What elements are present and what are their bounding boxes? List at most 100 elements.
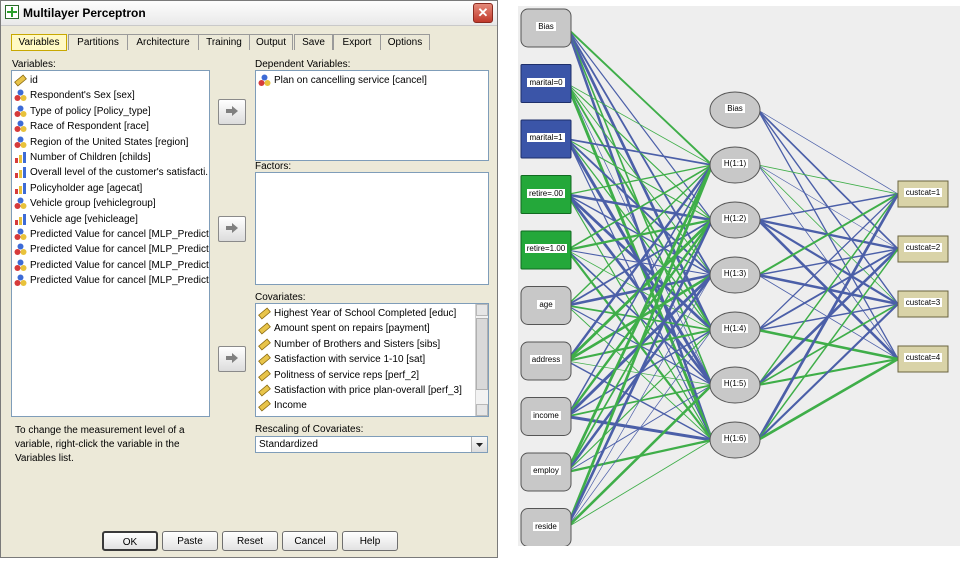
ruler-icon [258, 338, 271, 351]
covariates-scrollbar[interactable] [475, 304, 488, 416]
connection-weight [757, 303, 899, 441]
list-item[interactable]: Predicted Value for cancel [MLP_Predict.… [12, 227, 209, 242]
list-item-label: Satisfaction with price plan-overall [pe… [274, 384, 462, 396]
covariates-label: Covariates: [255, 292, 306, 303]
scroll-thumb[interactable] [476, 318, 488, 390]
list-item[interactable]: Amount spent on repairs [payment] [256, 321, 475, 336]
hidden-node [709, 201, 761, 239]
connection-weight [566, 164, 713, 362]
list-item-label: Vehicle group [vehiclegroup] [30, 198, 156, 210]
list-item[interactable]: Highest Year of School Completed [educ] [256, 306, 475, 321]
list-item-label: Number of Children [childs] [30, 151, 151, 163]
nominal-icon [258, 74, 271, 87]
window-title: Multilayer Perceptron [23, 6, 146, 20]
rescaling-select[interactable]: Standardized [255, 436, 488, 453]
list-item[interactable]: Policyholder age [agecat] [12, 181, 209, 196]
factors-label: Factors: [255, 161, 292, 172]
ruler-icon [258, 369, 271, 382]
list-item-label: Predicted Value for cancel [MLP_Predict.… [30, 244, 210, 256]
list-item-label: Plan on cancelling service [cancel] [274, 75, 427, 86]
tab-architecture[interactable]: Architecture [127, 34, 199, 50]
list-item[interactable]: Type of policy [Policy_type] [12, 104, 209, 119]
scroll-up-button[interactable] [476, 304, 488, 316]
list-item[interactable]: Race of Respondent [race] [12, 119, 209, 134]
output-node [897, 345, 949, 373]
title-bar[interactable]: Multilayer Perceptron ✕ [1, 1, 497, 26]
nominal-icon [14, 197, 27, 210]
list-item[interactable]: Satisfaction with price plan-overall [pe… [256, 383, 475, 398]
covariates-list[interactable]: Highest Year of School Completed [educ] A… [255, 303, 489, 417]
list-item[interactable]: Plan on cancelling service [cancel] [256, 73, 488, 88]
move-to-covariates-button[interactable] [218, 346, 246, 372]
list-item-label: Region of the United States [region] [30, 136, 189, 148]
help-button[interactable]: Help [342, 531, 398, 551]
arrow-right-icon [226, 223, 238, 233]
input-node [520, 119, 572, 159]
nominal-icon [14, 259, 27, 272]
connection-weight [566, 164, 713, 307]
list-item[interactable]: Number of Children [childs] [12, 150, 209, 165]
list-item-label: Amount spent on repairs [payment] [274, 323, 430, 335]
list-item[interactable]: Number of Brothers and Sisters [sibs] [256, 337, 475, 352]
connection-weight [566, 27, 713, 166]
connection-weight [566, 384, 713, 529]
input-node [520, 508, 572, 546]
list-item-label: Satisfaction with service 1-10 [sat] [274, 354, 426, 366]
ok-button[interactable]: OK [102, 531, 158, 551]
connection-weight [757, 248, 899, 441]
input-node [520, 64, 572, 103]
list-item[interactable]: id [12, 73, 209, 88]
connection-weight [757, 193, 899, 276]
ordinal-icon [14, 213, 27, 226]
close-icon: ✕ [477, 5, 489, 20]
dependent-label: Dependent Variables: [255, 59, 351, 70]
list-item-label: Highest Year of School Completed [educ] [274, 308, 457, 319]
tab-training[interactable]: Training [198, 34, 250, 50]
scroll-down-button[interactable] [476, 404, 488, 416]
hidden-node [709, 421, 761, 459]
factors-list[interactable] [255, 172, 489, 285]
list-item[interactable]: Satisfaction with service 1-10 [sat] [256, 352, 475, 367]
move-to-dependent-button[interactable] [218, 99, 246, 125]
list-item[interactable]: Region of the United States [region] [12, 135, 209, 150]
reset-button[interactable]: Reset [222, 531, 278, 551]
tab-export[interactable]: Export [333, 34, 381, 50]
list-item[interactable]: Income [256, 398, 475, 413]
cancel-button[interactable]: Cancel [282, 531, 338, 551]
input-node [520, 286, 572, 325]
list-item[interactable]: Vehicle age [vehicleage] [12, 212, 209, 227]
measurement-hint: To change the measurement level of a var… [15, 425, 185, 464]
list-item[interactable]: Overall level of the customer's satisfac… [12, 165, 209, 180]
tab-variables[interactable]: Variables [11, 34, 67, 51]
output-node [897, 235, 949, 263]
tab-options[interactable]: Options [380, 34, 430, 50]
list-item[interactable]: Predicted Value for cancel [MLP_Predict.… [12, 273, 209, 288]
dependent-list[interactable]: Plan on cancelling service [cancel] [255, 70, 489, 161]
paste-button[interactable]: Paste [162, 531, 218, 551]
nominal-icon [14, 136, 27, 149]
list-item-label: Race of Respondent [race] [30, 121, 149, 133]
ruler-icon [258, 307, 271, 320]
list-item-label: Income [274, 400, 307, 412]
tab-save[interactable]: Save [294, 34, 333, 50]
move-to-factors-button[interactable] [218, 216, 246, 242]
connection-weight [756, 193, 900, 441]
tab-output[interactable]: Output [249, 34, 293, 50]
input-node [520, 8, 572, 48]
hidden-node [709, 366, 761, 404]
list-item[interactable]: Vehicle group [vehiclegroup] [12, 196, 209, 211]
list-item[interactable]: Respondent's Sex [sex] [12, 88, 209, 103]
nominal-icon [14, 228, 27, 241]
connection-weight [565, 164, 714, 473]
connection-weight [757, 357, 899, 442]
nominal-icon [14, 89, 27, 102]
list-item[interactable]: Politness of service reps [perf_2] [256, 368, 475, 383]
list-item[interactable]: Predicted Value for cancel [MLP_Predict.… [12, 258, 209, 273]
list-item[interactable]: Predicted Value for cancel [MLP_Predict.… [12, 242, 209, 257]
list-item-label: id [30, 75, 38, 86]
tab-partitions[interactable]: Partitions [68, 34, 128, 50]
close-button[interactable]: ✕ [473, 3, 493, 23]
input-node [520, 175, 572, 214]
